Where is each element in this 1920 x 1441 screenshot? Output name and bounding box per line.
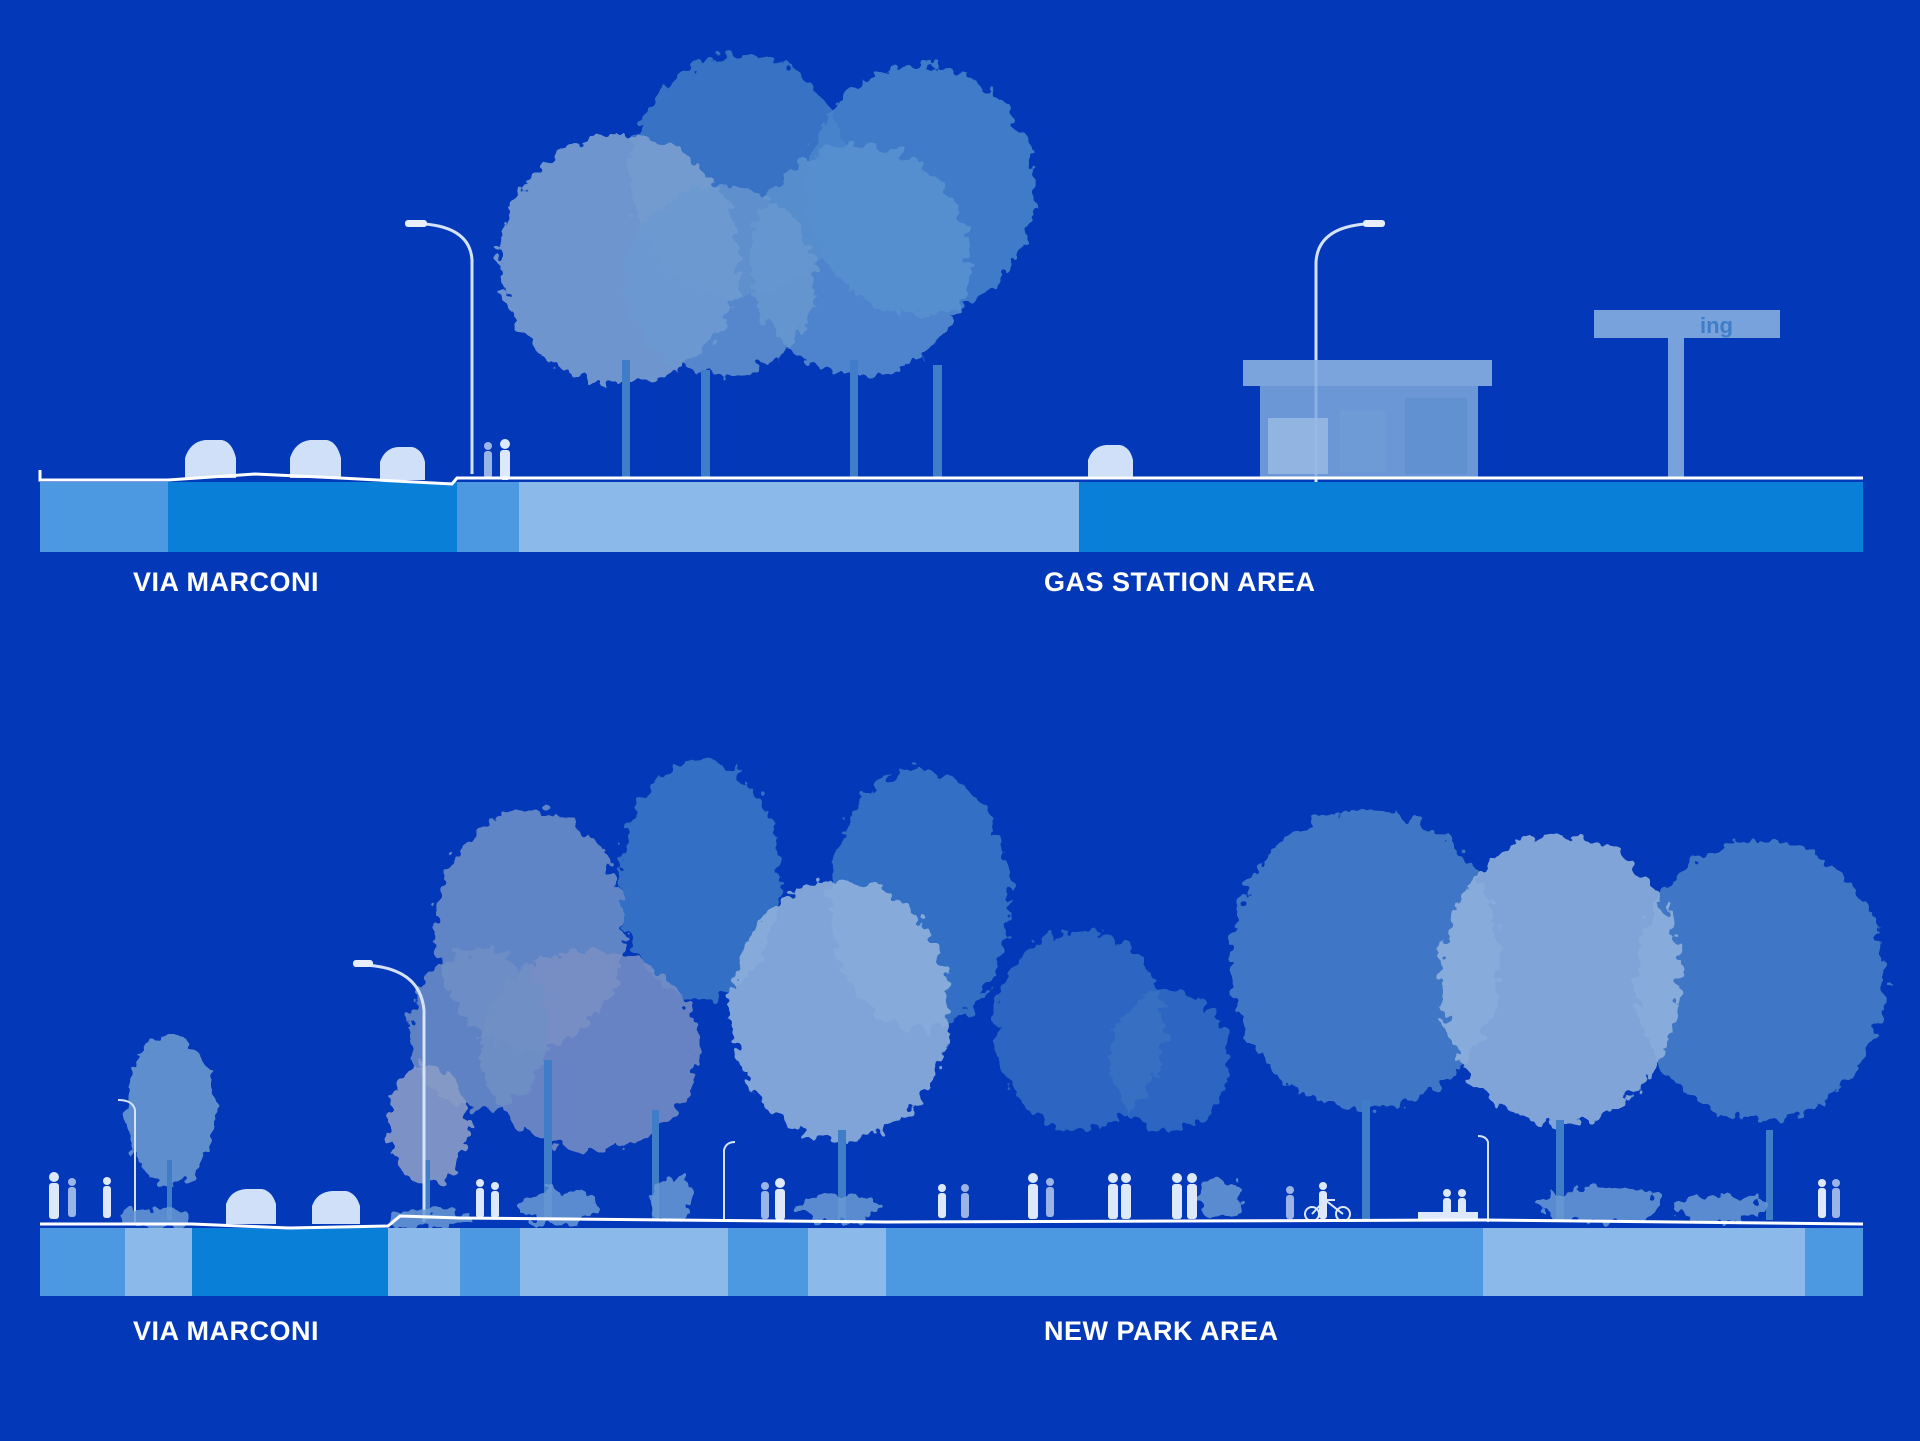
label-via-marconi-existing: VIA MARCONI (133, 567, 319, 597)
tree-trunk (1362, 1100, 1370, 1220)
tree-canopy (1440, 835, 1680, 1125)
band (40, 482, 168, 552)
pedestrian-group (484, 439, 510, 480)
proposed-tree-group-back (620, 760, 1885, 1130)
street-light (1314, 222, 1366, 484)
tree-trunk (701, 370, 710, 478)
band (520, 1228, 728, 1296)
street-light (117, 1099, 1489, 1222)
tree-trunk (933, 365, 942, 478)
band (808, 1228, 886, 1296)
band (1483, 1228, 1805, 1296)
car (380, 447, 425, 480)
ground-line (40, 1214, 1864, 1230)
street-light-head (405, 220, 427, 227)
tree-canopy (125, 1035, 215, 1185)
tree-canopy (625, 185, 815, 375)
tree-canopy (730, 880, 950, 1140)
band (457, 482, 519, 552)
bench (1418, 1212, 1478, 1219)
label-new-park-area: NEW PARK AREA (1044, 1316, 1279, 1346)
band (1805, 1228, 1863, 1296)
tree-canopy (1110, 990, 1230, 1130)
street-light-head (1363, 220, 1385, 227)
proposed-ground-bands (40, 1228, 1863, 1296)
band (1079, 482, 1863, 552)
tree-canopy (388, 1065, 468, 1185)
existing-tree-group (500, 55, 1035, 385)
car (185, 440, 236, 478)
proposed-tree-group-mid (125, 810, 1680, 1185)
proposed-tree-trunks (167, 1060, 1773, 1220)
tree-trunk (1766, 1130, 1773, 1220)
existing-ground-bands (40, 482, 1863, 552)
tree-trunk (838, 1130, 846, 1220)
car (290, 440, 341, 478)
tree-canopy (410, 950, 550, 1110)
street-light (364, 963, 426, 1222)
band (886, 1228, 1483, 1296)
tree-trunk (850, 360, 858, 478)
band (388, 1228, 460, 1296)
car (226, 1189, 276, 1224)
street-light (424, 222, 474, 474)
sign-text: ing (1700, 313, 1733, 338)
tree-trunk (622, 360, 630, 478)
ground-line (38, 470, 1863, 486)
gas-station-sign: ing (1594, 310, 1780, 478)
band (40, 1228, 125, 1296)
band (460, 1228, 520, 1296)
gas-station-building (1243, 360, 1492, 478)
pedestrian-group (49, 1172, 1840, 1220)
proposed-section (40, 760, 1885, 1296)
shrub-group (120, 1178, 1765, 1228)
label-gas-station-area: GAS STATION AREA (1044, 567, 1316, 597)
tree-trunk (652, 1110, 659, 1220)
car (312, 1191, 360, 1224)
band (125, 1228, 192, 1296)
car (1088, 445, 1133, 478)
band (519, 482, 1079, 552)
band (728, 1228, 808, 1296)
tree-trunk (425, 1160, 430, 1220)
tree-trunk (1556, 1120, 1564, 1220)
existing-section: ing (38, 55, 1863, 552)
existing-tree-trunks (622, 360, 942, 478)
tree-canopy (1230, 810, 1500, 1110)
street-light-head (353, 960, 373, 967)
tree-canopy (620, 760, 780, 1000)
label-via-marconi-proposed: VIA MARCONI (133, 1316, 319, 1346)
tree-trunk (544, 1060, 552, 1220)
tree-trunk (167, 1160, 172, 1220)
tree-canopy (1635, 840, 1885, 1120)
bicycle (1304, 1198, 1351, 1222)
band (192, 1228, 388, 1296)
band (168, 482, 457, 552)
